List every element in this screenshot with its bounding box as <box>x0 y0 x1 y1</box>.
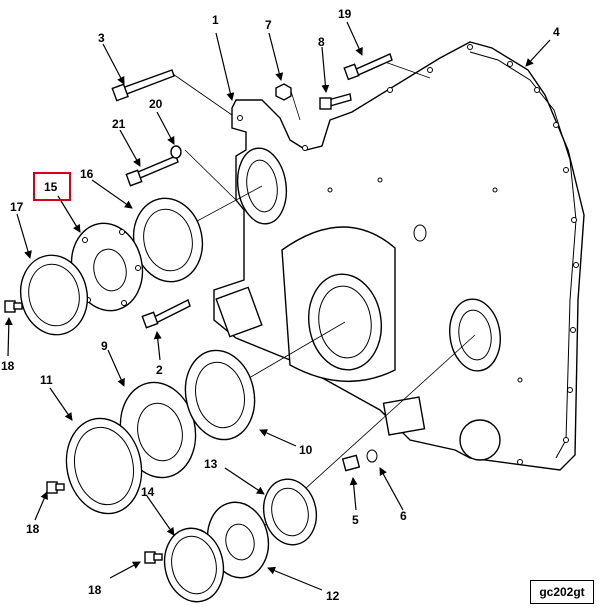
gasket-10 <box>184 349 256 441</box>
callout-7: 7 <box>265 18 272 32</box>
screw-18-middle <box>46 481 65 494</box>
callout-17: 17 <box>10 200 24 214</box>
callout-18-middle: 18 <box>26 522 40 536</box>
callout-5: 5 <box>352 513 359 527</box>
callout-11: 11 <box>40 373 53 387</box>
gasket-11 <box>65 417 143 515</box>
callout-1: 1 <box>212 13 219 27</box>
leader-lines <box>4 21 551 591</box>
callout-15: 15 <box>44 180 58 194</box>
callout-2: 2 <box>156 363 163 377</box>
plug-5 <box>341 454 361 472</box>
highlighted-callout-box <box>33 172 71 201</box>
gasket-13 <box>262 478 318 546</box>
callout-14: 14 <box>141 485 155 499</box>
callout-16: 16 <box>80 167 94 181</box>
callout-13: 13 <box>204 457 218 471</box>
nut-7 <box>275 83 292 101</box>
callout-9: 9 <box>101 339 108 353</box>
screw-18-upper <box>4 300 23 313</box>
bolt-21 <box>125 155 179 187</box>
o-ring-6 <box>366 449 378 463</box>
gasket-14 <box>163 527 225 603</box>
figure-reference-label: gc202gt <box>530 580 594 604</box>
gasket-17 <box>19 254 89 336</box>
callout-8: 8 <box>318 35 325 49</box>
callout-4: 4 <box>553 25 560 39</box>
gear-housing <box>213 41 585 471</box>
callout-21: 21 <box>112 117 126 131</box>
callout-20: 20 <box>149 97 163 111</box>
screw-18-lower <box>144 551 163 564</box>
callout-10: 10 <box>299 443 313 457</box>
callout-19: 19 <box>338 7 352 21</box>
bolt-3 <box>111 69 175 102</box>
bolt-2 <box>141 299 191 329</box>
callout-18-upper: 18 <box>1 359 15 373</box>
washer-20 <box>170 145 182 159</box>
callout-12: 12 <box>326 589 340 603</box>
callout-labels: 1 7 19 8 4 3 20 21 16 15 17 18 2 9 11 10… <box>1 7 560 603</box>
callout-18-lower: 18 <box>88 583 102 597</box>
callout-3: 3 <box>98 31 105 45</box>
bolt-19 <box>343 53 393 81</box>
callout-6: 6 <box>400 509 407 523</box>
bolt-8 <box>319 93 352 110</box>
